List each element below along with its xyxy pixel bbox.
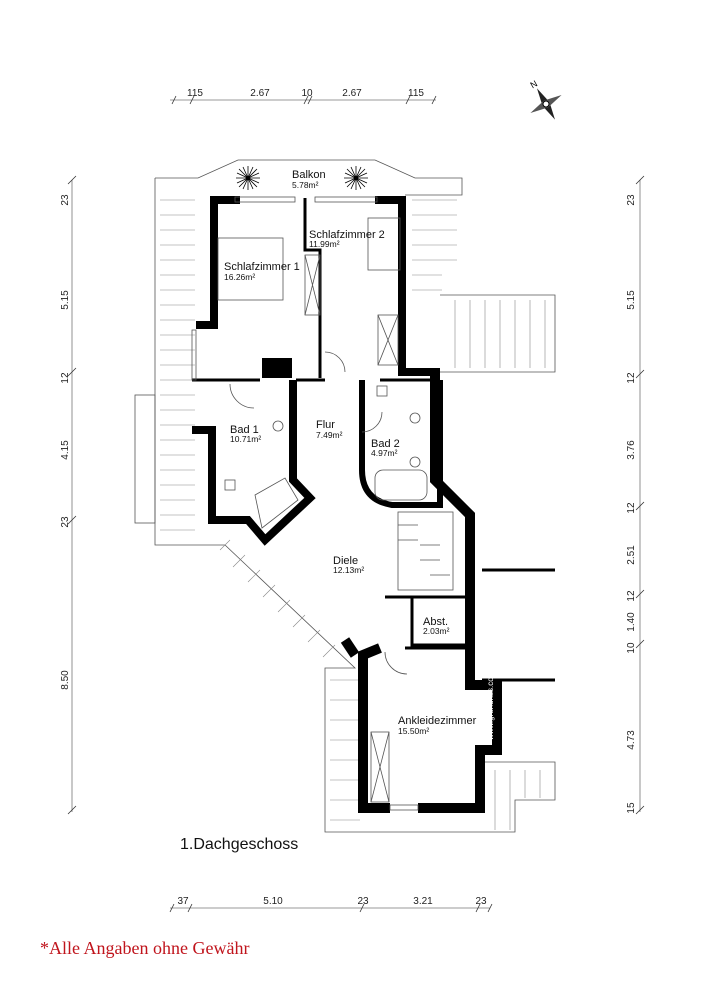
svg-text:Diele: Diele <box>333 555 358 567</box>
dims-right: 23 5.15 12 3.76 12 2.51 12 1.40 10 4.73 … <box>626 194 637 814</box>
svg-text:37: 37 <box>177 896 189 907</box>
svg-text:16.26m²: 16.26m² <box>224 272 255 282</box>
svg-text:Bad 1: Bad 1 <box>230 424 259 436</box>
watermark: www.grundriss.com <box>486 670 495 740</box>
svg-text:N: N <box>529 79 540 91</box>
svg-text:115: 115 <box>187 88 203 99</box>
svg-text:4.73: 4.73 <box>626 730 637 750</box>
svg-text:10.71m²: 10.71m² <box>230 434 261 444</box>
svg-text:115: 115 <box>408 88 424 99</box>
svg-text:8.50: 8.50 <box>60 670 71 690</box>
dimension-lines <box>67 95 645 913</box>
disclaimer: *Alle Angaben ohne Gewähr <box>40 938 250 958</box>
svg-text:10: 10 <box>301 88 313 99</box>
svg-text:5.10: 5.10 <box>263 896 283 907</box>
svg-text:11.99m²: 11.99m² <box>309 239 340 249</box>
svg-text:10: 10 <box>626 642 637 654</box>
furniture <box>217 217 454 803</box>
svg-text:2.67: 2.67 <box>342 88 362 99</box>
svg-text:12: 12 <box>60 372 71 384</box>
svg-text:1.40: 1.40 <box>626 612 637 632</box>
svg-text:5.15: 5.15 <box>60 290 71 310</box>
compass-icon: N <box>529 79 562 120</box>
svg-text:5.78m²: 5.78m² <box>292 180 319 190</box>
svg-text:7.49m²: 7.49m² <box>316 430 343 440</box>
windows <box>191 196 419 811</box>
svg-text:23: 23 <box>357 896 369 907</box>
svg-text:23: 23 <box>60 516 71 528</box>
svg-text:12: 12 <box>626 372 637 384</box>
walls <box>192 196 555 813</box>
room-abstellraum: Abst.2.03m² <box>423 616 450 636</box>
svg-text:2.51: 2.51 <box>626 545 637 565</box>
svg-text:5.15: 5.15 <box>626 290 637 310</box>
svg-text:23: 23 <box>626 194 637 206</box>
svg-text:12.13m²: 12.13m² <box>333 565 364 575</box>
svg-text:3.21: 3.21 <box>413 896 433 907</box>
dims-top: 115 2.67 10 2.67 115 <box>187 88 424 99</box>
svg-text:2.67: 2.67 <box>250 88 270 99</box>
svg-text:Abst.: Abst. <box>423 616 448 628</box>
floor-title: 1.Dachgeschoss <box>180 836 299 853</box>
svg-text:2.03m²: 2.03m² <box>423 626 450 636</box>
svg-text:Ankleidezimmer: Ankleidezimmer <box>398 715 477 727</box>
svg-text:Bad 2: Bad 2 <box>371 438 400 450</box>
svg-text:Balkon: Balkon <box>292 169 326 181</box>
room-bad-2: Bad 24.97m² <box>371 438 400 458</box>
svg-text:12: 12 <box>626 590 637 602</box>
room-bad-1: Bad 110.71m² <box>230 424 261 444</box>
svg-text:3.76: 3.76 <box>626 440 637 460</box>
roof-hatching <box>160 199 546 830</box>
svg-text:15: 15 <box>626 802 637 814</box>
dims-bottom: 37 5.10 23 3.21 23 <box>177 896 487 907</box>
roof-outline <box>134 159 556 833</box>
svg-text:23: 23 <box>60 194 71 206</box>
svg-text:23: 23 <box>475 896 487 907</box>
room-schlafzimmer-2: Schlafzimmer 211.99m² <box>309 229 385 249</box>
svg-text:Schlafzimmer 2: Schlafzimmer 2 <box>309 229 385 241</box>
svg-text:15.50m²: 15.50m² <box>398 726 429 736</box>
dims-left: 23 5.15 12 4.15 23 8.50 <box>60 194 71 690</box>
room-schlafzimmer-1: Schlafzimmer 116.26m² <box>224 261 300 282</box>
svg-text:4.15: 4.15 <box>60 440 71 460</box>
svg-text:Schlafzimmer 1: Schlafzimmer 1 <box>224 261 300 273</box>
svg-text:4.97m²: 4.97m² <box>371 448 398 458</box>
plant-icon <box>236 166 368 190</box>
svg-text:Flur: Flur <box>316 419 335 431</box>
svg-text:12: 12 <box>626 502 637 514</box>
